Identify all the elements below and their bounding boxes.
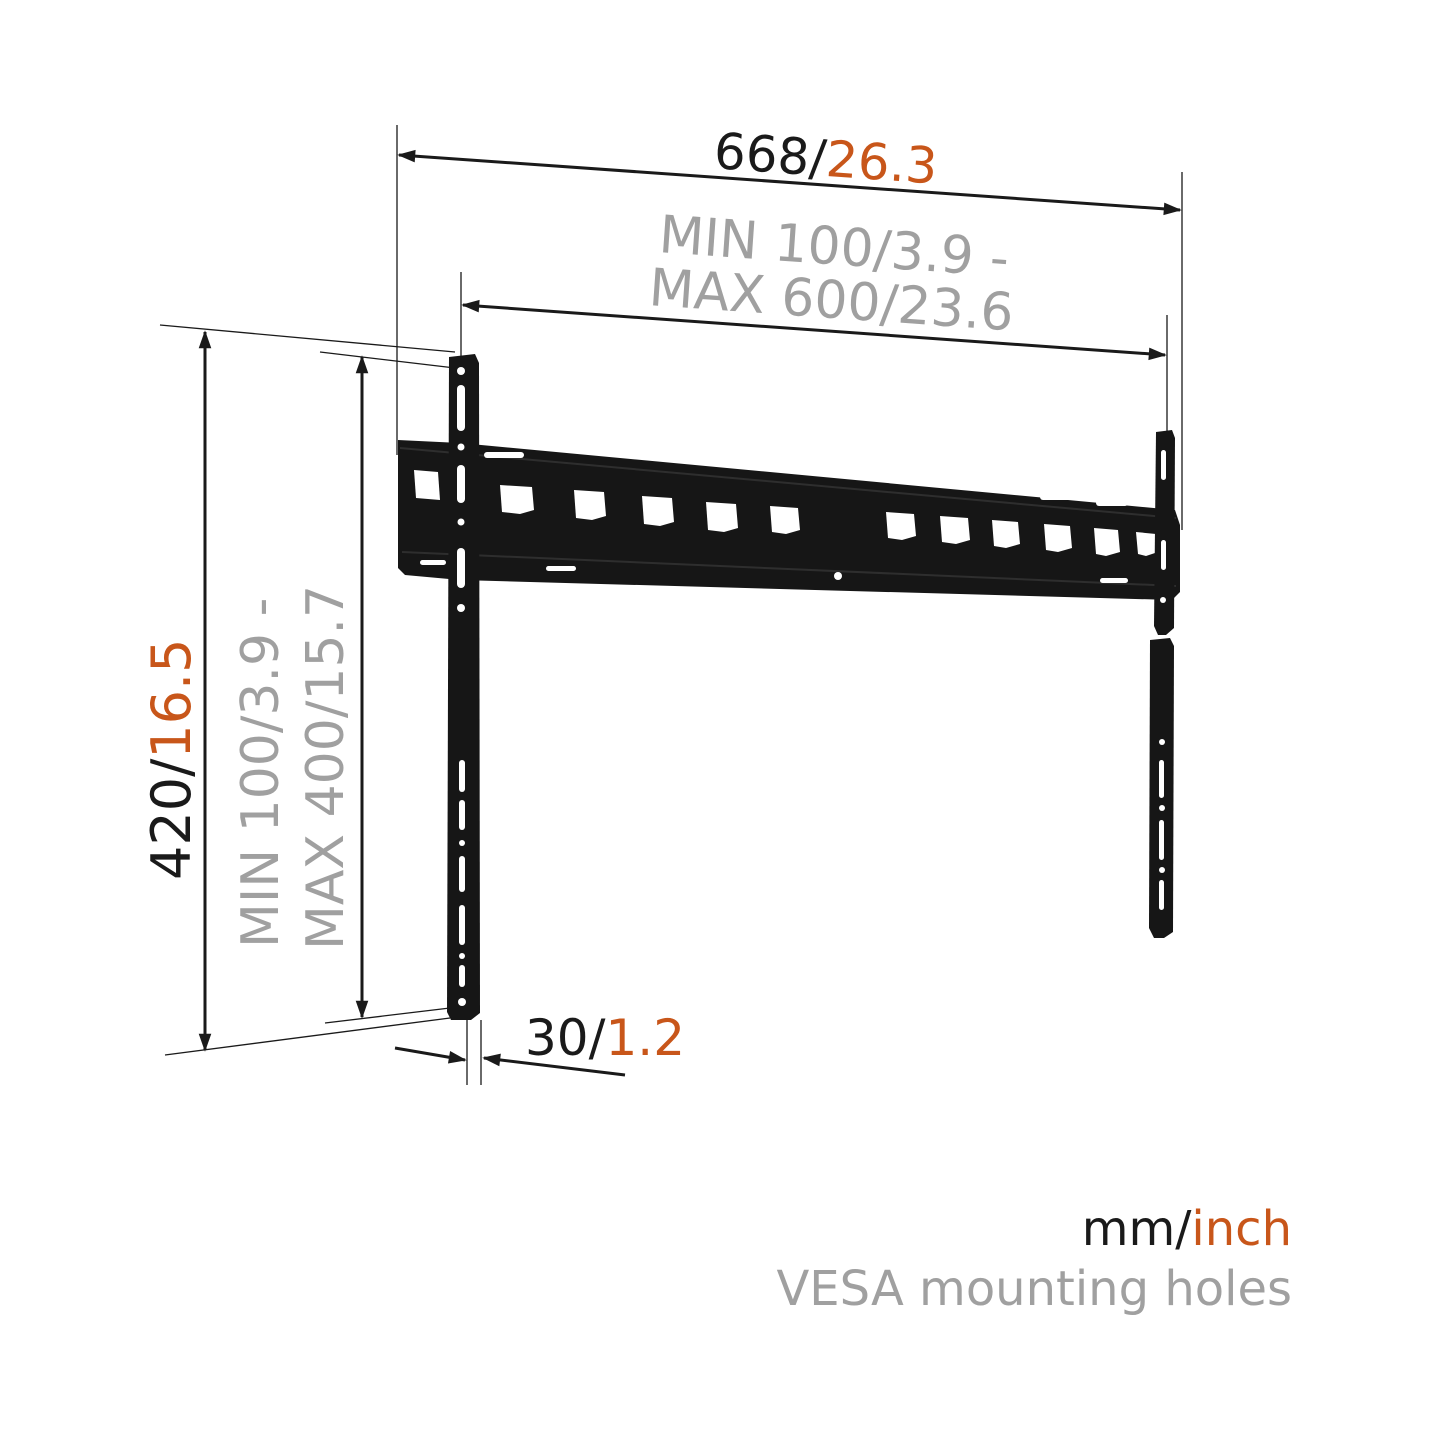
overall-width-mm: 668: [712, 122, 811, 187]
extension-line-bottom-vesa: [324, 1007, 451, 1024]
depth-arrow-left: [394, 1046, 467, 1064]
overall-height-inch: 16.5: [140, 638, 203, 758]
depth-inch: 1.2: [605, 1009, 685, 1067]
vesa-vertical-line1-mm: MIN 100: [231, 733, 291, 948]
rail-ridge: [399, 447, 1177, 519]
overall-height-label: 420/16.5: [140, 638, 203, 880]
overall-width-arrow: [397, 149, 1182, 216]
units-legend: mm/inch: [1082, 1201, 1292, 1257]
extension-line-top-outer: [159, 324, 456, 353]
units-legend-separator: /: [1175, 1201, 1192, 1257]
overall-width-label: 668/26.3: [712, 122, 939, 195]
depth-label: 30/1.2: [525, 1009, 685, 1067]
rail-cutouts: [414, 452, 1158, 583]
vesa-horizontal-line2-inch: /23.6: [878, 274, 1015, 343]
extension-line-bottom-outer: [164, 1017, 451, 1056]
overall-height-mm: 420: [140, 777, 203, 880]
overall-height-separator: /: [140, 758, 203, 777]
depth-arrow-right: [482, 1053, 626, 1077]
bracket-left-strip: [447, 354, 480, 1020]
vesa-horizontal-label-line1: MIN 100/3.9 -: [657, 205, 1011, 289]
vesa-vertical-label-line2: MAX 400/15.7: [296, 585, 356, 950]
wall-bracket: [398, 354, 1180, 1020]
vesa-horizontal-arrow: [461, 299, 1167, 361]
right-strip-holes: [1159, 450, 1166, 910]
depth-mm: 30: [525, 1009, 589, 1067]
dimension-arrows: [198, 149, 1182, 1077]
overall-width-inch: 26.3: [824, 130, 939, 196]
left-strip-holes: [457, 367, 466, 1006]
vesa-caption: VESA mounting holes: [776, 1261, 1292, 1317]
overall-width-separator: /: [807, 129, 828, 188]
vesa-vertical-line2-inch: /15.7: [296, 585, 356, 718]
vesa-horizontal-line1-mm: MIN 100: [657, 205, 876, 280]
units-legend-mm: mm: [1082, 1201, 1176, 1257]
vesa-vertical-label-line1: MIN 100/3.9 -: [231, 598, 291, 948]
units-legend-inch: inch: [1191, 1201, 1292, 1257]
vesa-horizontal-line1-inch: /3.9 -: [871, 220, 1010, 289]
vesa-vertical-line1-inch: /3.9 -: [231, 598, 291, 734]
bracket-right-strip-upper: [1154, 430, 1175, 635]
extension-line-top-vesa: [319, 351, 456, 369]
extension-lines: [159, 125, 1183, 1085]
vesa-vertical-line2-mm: MAX 400: [296, 718, 356, 950]
rail-lower-ridge: [401, 551, 1177, 587]
depth-separator: /: [589, 1009, 606, 1067]
